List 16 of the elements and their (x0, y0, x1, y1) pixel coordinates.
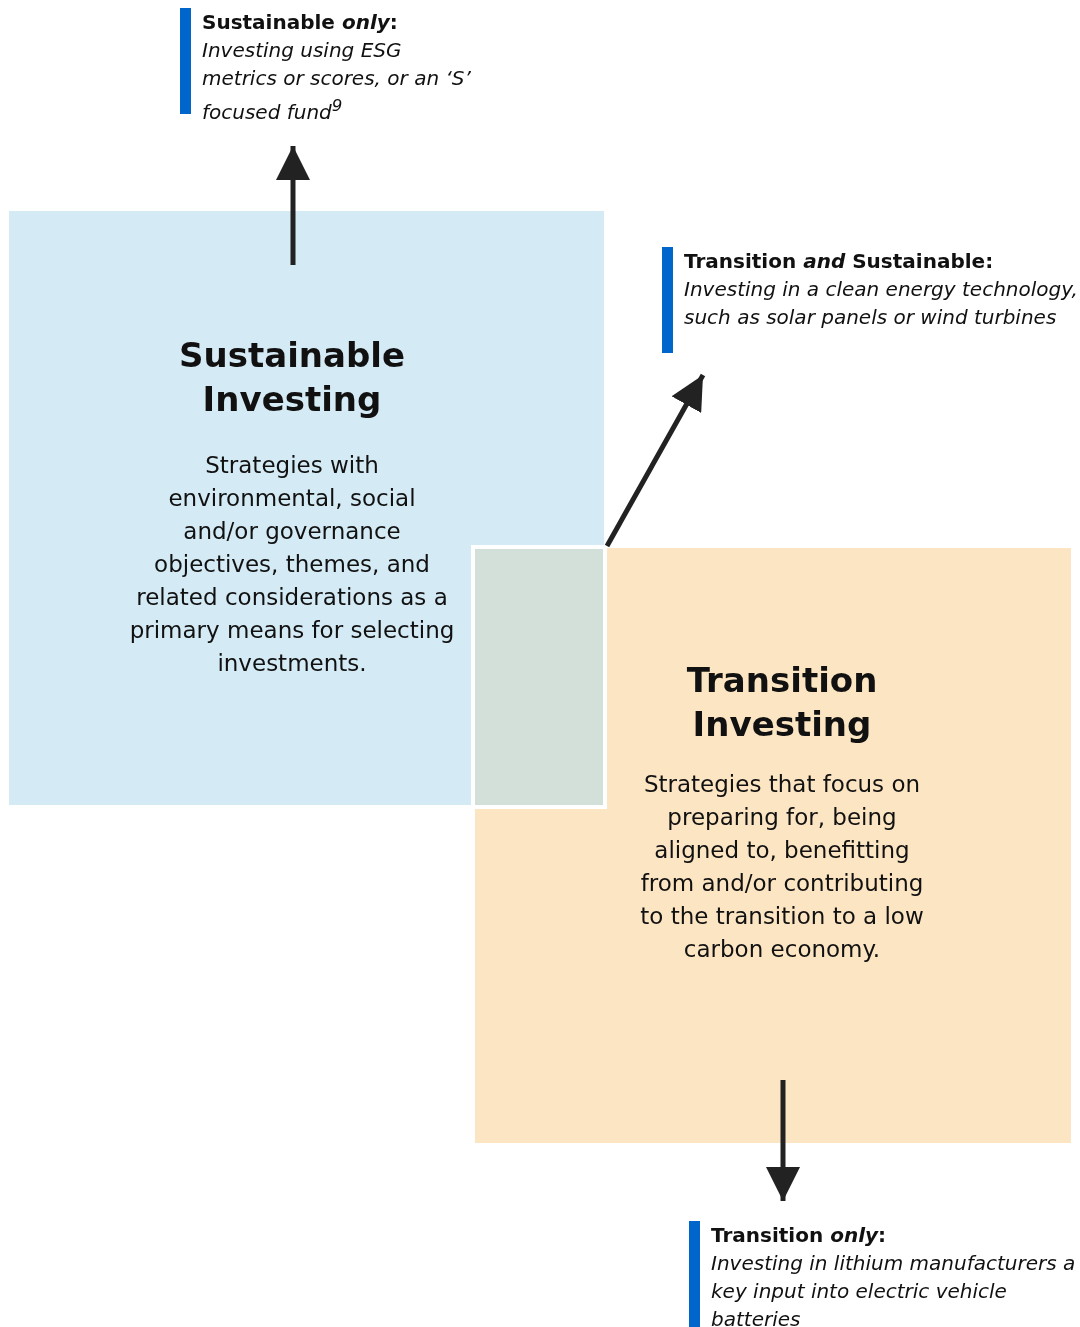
callout-heading: Sustainable only: (202, 9, 399, 36)
category-area (9, 211, 604, 805)
callout-heading: Transition only: (711, 1222, 888, 1249)
callout-text: Investing using ESG metrics or scores, or an ‘S’ focused fund$^{9}$ (202, 37, 472, 126)
area-description: Strategies with environmental, social and/or governance objectives, themes, and related considerations as a primary means for selecting investments. (129, 451, 455, 678)
area-title: Sustainable Investing (178, 334, 406, 421)
area-description: Strategies that focus on preparing for, being aligned to, benefitting from and/or contributing to the transition to a low carbon economy. (639, 770, 925, 964)
arrow (276, 146, 310, 265)
overlap-box (471, 545, 607, 809)
category-area (475, 548, 1071, 1143)
callout-text: Investing in a clean energy technology, such as solar panels or wind turbines (684, 276, 1079, 331)
arrow (766, 1080, 800, 1201)
area-title: Transition Investing (685, 659, 879, 746)
callout-heading: Transition and Sustainable: (684, 248, 995, 275)
callout-text: Investing in lithium manufacturers a key input into electric vehicle batteries (711, 1250, 1077, 1327)
arrow (604, 373, 706, 548)
